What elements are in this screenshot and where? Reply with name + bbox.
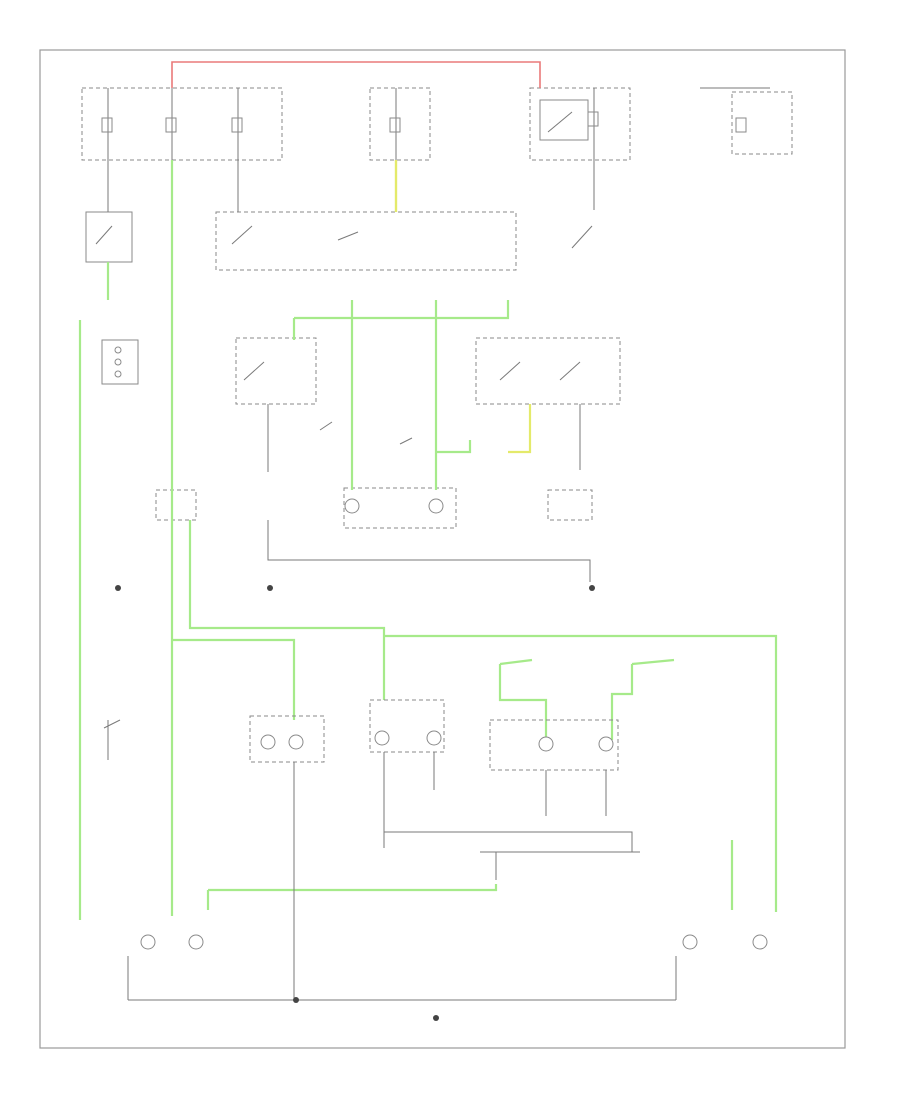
connector-right-mid xyxy=(547,489,593,521)
diagram-frame xyxy=(39,49,846,1049)
lamp-group-right xyxy=(489,719,619,816)
fuse-block-center xyxy=(369,87,431,161)
bottom-lamps-right xyxy=(675,934,768,1000)
ground-symbol-icon xyxy=(267,585,273,591)
yellow-wire-network xyxy=(394,160,532,454)
bus-lower-a xyxy=(383,831,633,852)
lamp-group-left-center xyxy=(249,715,325,1000)
switch-left-lower xyxy=(103,719,121,760)
connector-left-mid xyxy=(155,489,197,521)
ground-symbol-icon xyxy=(115,585,121,591)
lamp-group-center xyxy=(369,699,445,848)
relay-left-mid xyxy=(235,337,317,472)
bottom-lamps-left xyxy=(127,934,204,1000)
green-wire-network xyxy=(78,160,778,920)
ground-symbol-icon xyxy=(433,1015,439,1021)
battery-feed-wire xyxy=(171,61,541,88)
small-switch-center-a xyxy=(319,421,413,445)
fuse-block-left xyxy=(81,87,283,161)
ground-symbol-icon xyxy=(293,997,299,1003)
combination-switch-module xyxy=(215,160,517,271)
relay-right-mid xyxy=(475,337,621,470)
indicator-module-left xyxy=(101,339,139,385)
lamp-panel-center xyxy=(343,487,457,529)
ground-bus-mid xyxy=(267,520,591,582)
left-switch-module xyxy=(85,160,133,263)
right-switch-module xyxy=(571,160,595,249)
ground-symbol-icon xyxy=(589,585,595,591)
fuse-block-far-right xyxy=(700,87,793,155)
relay-block-right xyxy=(529,87,631,161)
